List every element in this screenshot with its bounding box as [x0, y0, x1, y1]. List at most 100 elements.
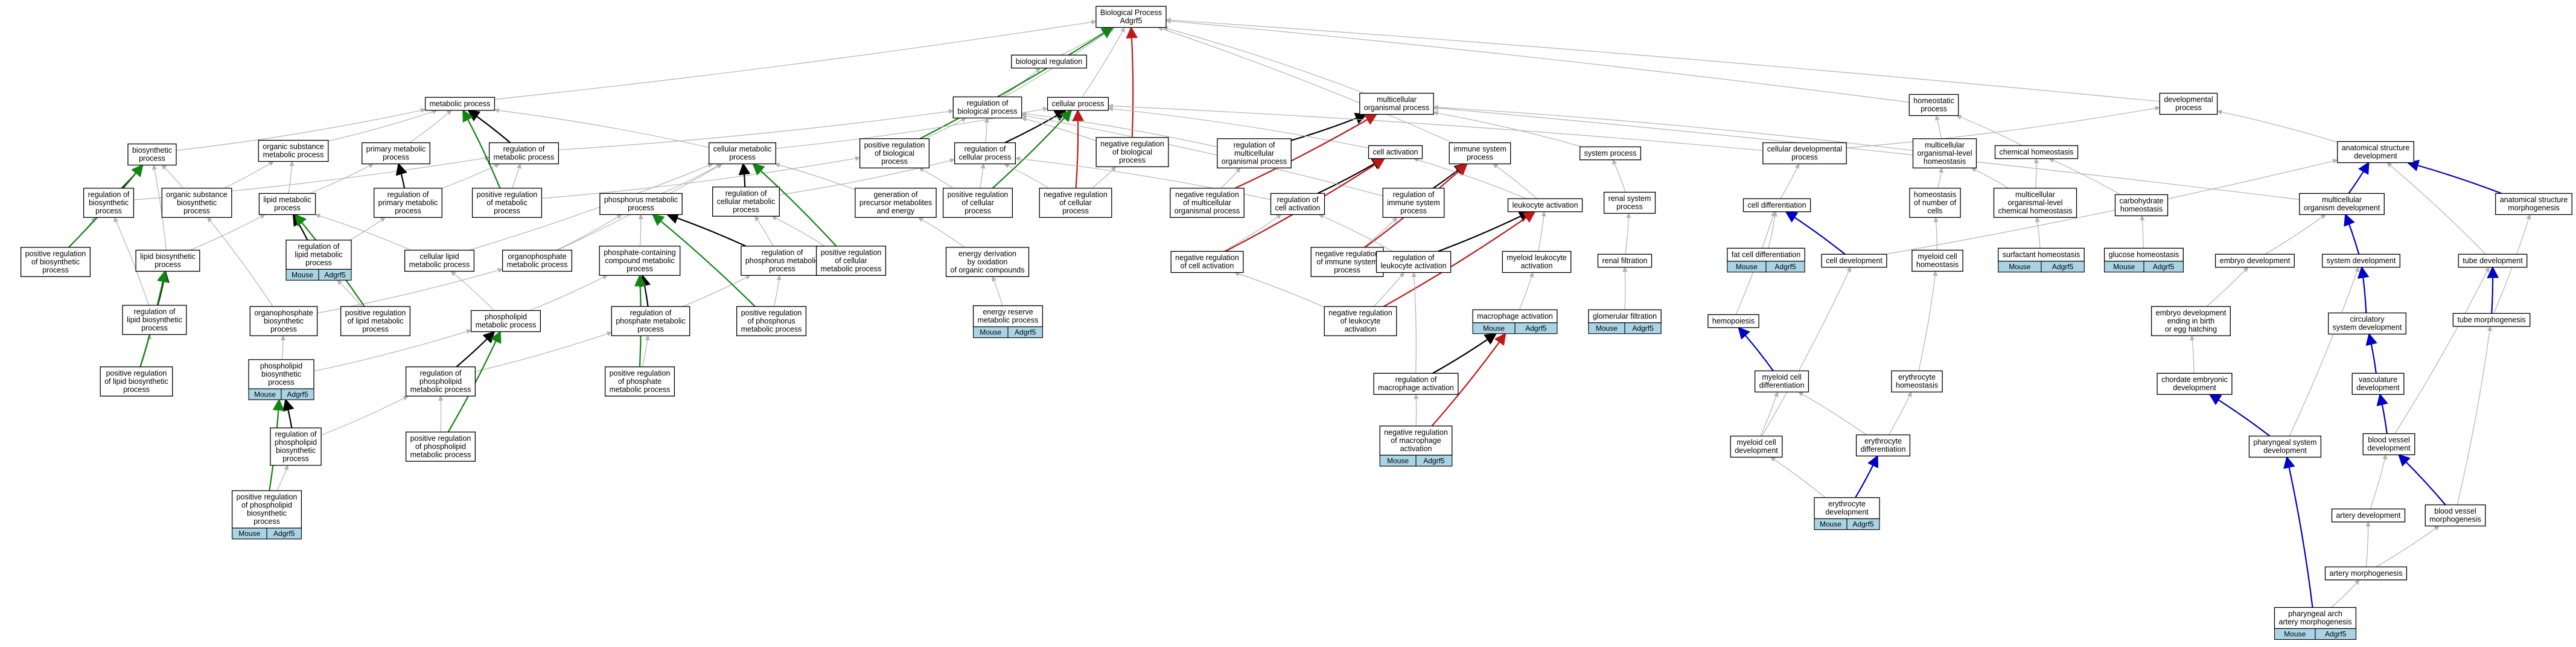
go-term-node-bioreg[interactable]: biological regulation: [1011, 54, 1087, 69]
go-term-node-cellact[interactable]: cell activation: [1368, 145, 1423, 159]
go-term-node-tubemorph[interactable]: tube morphogenesis: [2452, 313, 2531, 327]
go-term-node-chemhomeo[interactable]: chemical homeostasis: [1994, 145, 2079, 159]
go-term-node-hemopoiesis[interactable]: hemopoiesis: [1707, 314, 1759, 328]
go-term-node-tubedev[interactable]: tube development: [2458, 253, 2528, 268]
go-term-node-embryodev[interactable]: embryo development: [2214, 253, 2295, 268]
go-term-node-metab[interactable]: metabolic process: [424, 97, 496, 111]
go-term-node-sysproc[interactable]: system process: [1579, 146, 1642, 161]
go-term-node-celldiff[interactable]: cell differentiation: [1742, 198, 1811, 212]
go-term-node-celldev[interactable]: cell development: [1821, 253, 1887, 268]
go-term-node-regphospholipidbiosyn[interactable]: regulation ofphospholipidbiosyntheticpro…: [270, 427, 322, 466]
go-term-node-arterydev[interactable]: artery development: [2331, 508, 2406, 523]
go-term-node-renalfilt[interactable]: renal filtration: [1597, 253, 1653, 268]
go-term-node-leukact[interactable]: leukocyte activation: [1507, 198, 1583, 212]
go-term-node-cellproc[interactable]: cellular process: [1047, 97, 1109, 111]
go-term-node-systemdev[interactable]: system development: [2322, 253, 2400, 268]
